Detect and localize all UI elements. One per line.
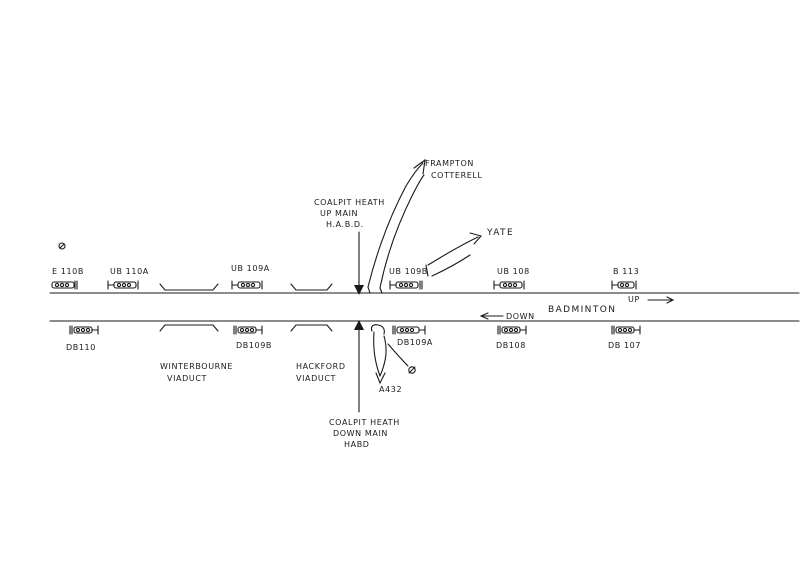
signal-label: DB108 xyxy=(496,341,526,350)
a432-arrowhead xyxy=(375,372,386,385)
yate-route: YATE xyxy=(425,228,514,277)
hackford-viaduct-down-mark xyxy=(290,324,333,332)
frampton-label-line1: FRAMPTON xyxy=(425,159,474,168)
badminton-label: BADMINTON xyxy=(548,305,616,315)
frampton-arrowhead xyxy=(413,158,426,175)
frampton-cotterell-route: FRAMPTON COTTERELL xyxy=(367,158,483,294)
signal-label: DB 107 xyxy=(608,341,641,350)
signal-db109b: DB109B xyxy=(233,325,272,350)
signal-label: DB109A xyxy=(397,338,433,347)
signal-label: UB 110A xyxy=(110,267,149,276)
habd-down-line2: DOWN MAIN xyxy=(333,429,388,438)
badminton-destination: BADMINTON xyxy=(548,305,616,315)
up-arrow-icon xyxy=(666,296,675,304)
up-direction-indicator: UP xyxy=(628,295,675,304)
signal-ub109a: UB 109A xyxy=(231,264,270,290)
winterbourne-label-line2: VIADUCT xyxy=(167,374,207,383)
signal-ub108: UB 108 xyxy=(493,267,530,290)
a432-route: A432 xyxy=(370,324,416,394)
signal-label: UB 109B xyxy=(389,267,428,276)
habd-up-arrowhead xyxy=(354,285,364,295)
habd-up-main: COALPIT HEATH UP MAIN H.A.B.D. xyxy=(314,198,385,295)
signal-db107: DB 107 xyxy=(608,325,641,350)
hackford-viaduct: HACKFORD VIADUCT xyxy=(296,362,346,383)
winterbourne-label-line1: WINTERBOURNE xyxy=(160,362,233,371)
signal-label: B 113 xyxy=(613,267,639,276)
hackford-label-line1: HACKFORD xyxy=(296,362,346,371)
down-direction-label: DOWN xyxy=(506,312,535,321)
yate-arrowhead xyxy=(469,232,482,245)
a432-marker-icon xyxy=(408,366,416,374)
signal-label: DB110 xyxy=(66,343,96,352)
habd-down-line1: COALPIT HEATH xyxy=(329,418,400,427)
signal-label: DB109B xyxy=(236,341,272,350)
winterbourne-viaduct: WINTERBOURNE VIADUCT xyxy=(160,362,233,383)
signal-label: UB 109A xyxy=(231,264,270,273)
signal-db108: DB108 xyxy=(496,325,527,350)
signal-ub110a: UB 110A xyxy=(107,267,149,290)
habd-down-arrowhead xyxy=(354,320,364,330)
signal-e110b: E 110B xyxy=(51,242,84,290)
signal-b113: B 113 xyxy=(611,267,639,290)
hackford-viaduct-up-mark xyxy=(290,283,333,291)
signal-db109a: DB109A xyxy=(392,325,433,347)
habd-down-line3: HABD xyxy=(344,440,370,449)
habd-down-main: COALPIT HEATH DOWN MAIN HABD xyxy=(329,320,400,449)
hackford-label-line2: VIADUCT xyxy=(296,374,336,383)
signal-ub109b: UB 109B xyxy=(389,267,428,290)
signal-label: UB 108 xyxy=(497,267,530,276)
winterbourne-viaduct-down-mark xyxy=(159,324,219,332)
a432-label: A432 xyxy=(379,385,402,394)
habd-up-line1: COALPIT HEATH xyxy=(314,198,385,207)
winterbourne-viaduct-up-mark xyxy=(159,283,219,291)
signal-db110: DB110 xyxy=(66,325,99,352)
habd-up-line3: H.A.B.D. xyxy=(326,220,364,229)
yate-label: YATE xyxy=(486,228,514,238)
down-arrow-icon xyxy=(479,312,489,320)
signal-label: E 110B xyxy=(52,267,84,276)
down-direction-indicator: DOWN xyxy=(479,312,535,321)
frampton-label-line2: COTTERELL xyxy=(431,171,483,180)
up-direction-label: UP xyxy=(628,295,640,304)
habd-up-line2: UP MAIN xyxy=(320,209,358,218)
